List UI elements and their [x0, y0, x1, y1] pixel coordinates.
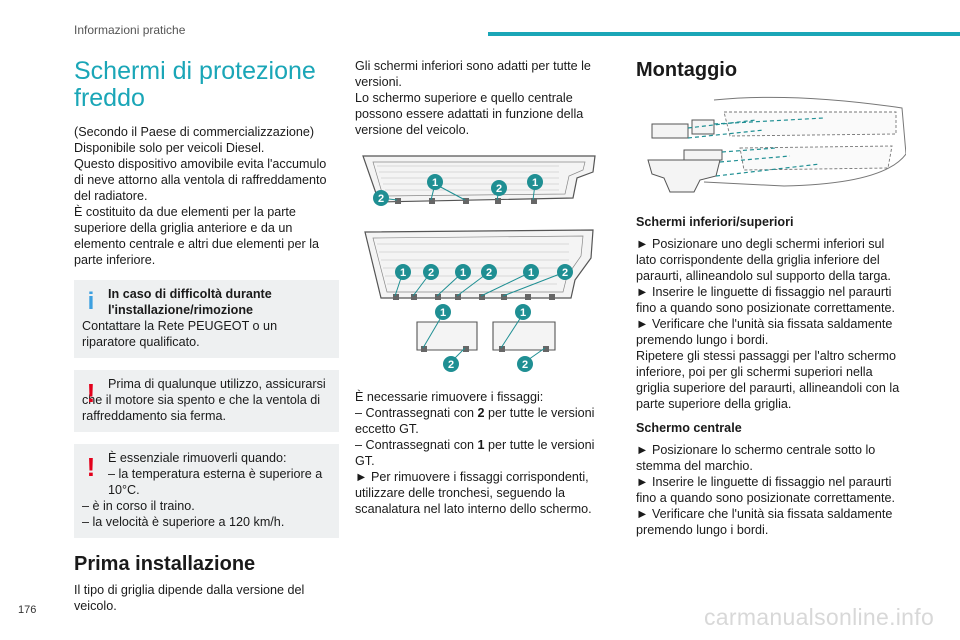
- lower-upper-step-2: ► Inserire le linguette di fissaggio nel…: [636, 285, 896, 315]
- versions-paragraph-1: Gli schermi inferiori sono adatti per tu…: [355, 59, 591, 89]
- warning-box-2-intro: È essenziale rimuoverli quando:: [108, 451, 287, 465]
- callout-2: 2: [448, 359, 454, 371]
- assembly-diagram: [647, 96, 906, 193]
- subsection-title-lower-upper: Schermi inferiori/superiori: [636, 215, 794, 229]
- column-right: Montaggio Schermi inferiori/superiori ► …: [636, 58, 906, 538]
- section-header: Informazioni pratiche: [74, 23, 186, 37]
- removal-item-2: – Contrassegnati con 1 per tutte le vers…: [355, 438, 595, 468]
- info-box: i In caso di difficoltà durante l'instal…: [74, 280, 339, 358]
- section-title-first-installation: Prima installazione: [74, 553, 256, 575]
- versions-paragraph-2: Lo schermo superiore e quello centrale p…: [355, 91, 584, 137]
- callout-1: 1: [432, 177, 438, 189]
- callout-2: 2: [522, 359, 528, 371]
- lower-upper-step-3: ► Verificare che l'unità sia fissata sal…: [636, 317, 893, 347]
- grille-screens-diagram: 2 1 2 1 1 2 1 2 1 2 1 1 2 2: [362, 155, 596, 372]
- center-step-1: ► Posizionare lo schermo centrale sotto …: [636, 443, 876, 473]
- callout-2: 2: [486, 267, 492, 279]
- intro-paragraph-2: Disponibile solo per veicoli Diesel.: [74, 141, 265, 155]
- column-middle: Gli schermi inferiori sono adatti per tu…: [355, 58, 615, 517]
- watermark: carmanualsonline.info: [704, 604, 935, 630]
- center-step-2: ► Inserire le linguette di fissaggio nel…: [636, 475, 896, 505]
- lower-upper-step-1: ► Posizionare uno degli schermi inferior…: [636, 237, 891, 283]
- intro-paragraph-1: (Secondo il Paese di commercializzazione…: [74, 125, 315, 139]
- warning-box-2: ! È essenziale rimuoverli quando: – la t…: [74, 444, 339, 538]
- callout-1: 1: [528, 267, 534, 279]
- center-step-3: ► Verificare che l'unità sia fissata sal…: [636, 507, 893, 537]
- removal-item-3: ► Per rimuovere i fissaggi corrispondent…: [355, 470, 592, 516]
- page-title: Schermi di protezione freddo: [74, 58, 339, 112]
- callout-1: 1: [520, 307, 526, 319]
- info-box-title: In caso di difficoltà durante l'installa…: [108, 287, 272, 317]
- warning-icon: !: [86, 452, 96, 482]
- center-screen-left-shape: [416, 321, 478, 351]
- page-title-line2: freddo: [74, 84, 145, 112]
- lower-upper-repeat-note: Ripetere gli stessi passaggi per l'altro…: [636, 349, 900, 411]
- info-box-text: Contattare la Rete PEUGEOT o un riparato…: [82, 319, 278, 349]
- info-icon: i: [87, 288, 95, 315]
- warning-box-1: ! Prima di qualunque utilizzo, assicurar…: [74, 370, 339, 432]
- page-number: 176: [18, 604, 37, 616]
- warning-box-2-item-2: – è in corso il traino.: [82, 499, 195, 513]
- callout-1: 1: [400, 267, 406, 279]
- lower-screen-shape: [364, 229, 594, 299]
- center-screen-right-shape: [492, 321, 556, 351]
- callout-1: 1: [440, 307, 446, 319]
- callout-2: 2: [378, 193, 384, 205]
- warning-box-2-item-3: – la velocità è superiore a 120 km/h.: [82, 515, 285, 529]
- removal-intro: È necessarie rimuovere i fissaggi:: [355, 390, 544, 404]
- callout-2: 2: [496, 183, 502, 195]
- first-installation-text: Il tipo di griglia dipende dalla version…: [74, 583, 305, 613]
- callout-2: 2: [428, 267, 434, 279]
- callout-1: 1: [460, 267, 466, 279]
- warning-box-1-text: Prima di qualunque utilizzo, assicurarsi…: [82, 377, 326, 423]
- page-title-line1: Schermi di protezione: [74, 57, 316, 85]
- callout-2: 2: [562, 267, 568, 279]
- warning-icon: !: [86, 378, 96, 408]
- intro-paragraph-4: È costituito da due elementi per la part…: [74, 205, 320, 267]
- section-title-assembly: Montaggio: [636, 59, 738, 81]
- column-left: Schermi di protezione freddo (Secondo il…: [74, 58, 339, 614]
- removal-item-1: – Contrassegnati con 2 per tutte le vers…: [355, 406, 595, 436]
- intro-paragraph-3: Questo dispositivo amovibile evita l'acc…: [74, 157, 327, 203]
- header-accent-bar: [488, 32, 960, 36]
- warning-box-2-item-1: – la temperatura esterna è superiore a 1…: [108, 467, 323, 497]
- subsection-title-center: Schermo centrale: [636, 421, 742, 435]
- callout-1: 1: [532, 177, 538, 189]
